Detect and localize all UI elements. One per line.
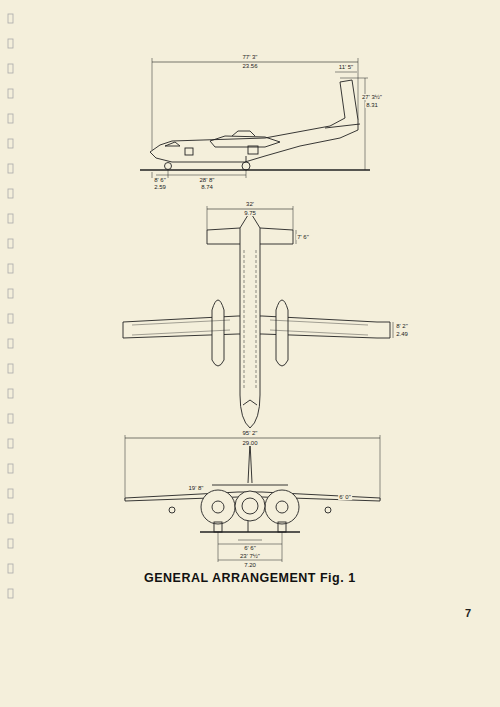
dimension-label: 7.20 [243,562,257,568]
dimension-label: 32' [245,201,255,207]
binder-hole [8,139,13,148]
binder-hole [8,264,13,273]
dimension-label: 23.56 [241,63,258,69]
binder-hole [8,414,13,423]
binder-hole [8,489,13,498]
dimension-label: 6' 0" [338,494,352,500]
binder-hole [8,464,13,473]
dimension-label: 29.00 [241,440,258,446]
dimension-label: 2.49 [395,331,409,337]
binder-hole [8,314,13,323]
binder-hole [8,114,13,123]
dimension-label: 95' 2" [242,430,259,436]
dimension-label: 8' 2" [395,323,409,329]
binder-hole [8,164,13,173]
binder-hole [8,239,13,248]
binder-hole [8,189,13,198]
binder-hole [8,514,13,523]
dimension-label: 23' 7½" [239,553,261,559]
dimension-label: 7' 6" [296,234,310,240]
binder-hole [8,214,13,223]
dimension-label: 8.31 [365,102,379,108]
binder-hole [8,389,13,398]
binder-hole [8,14,13,23]
dimension-label: 2.59 [153,184,167,190]
binder-hole [8,564,13,573]
binder-hole [8,39,13,48]
binder-hole [8,364,13,373]
dimension-label: 8' 6" [153,177,167,183]
binder-hole [8,589,13,598]
page-number: 7 [464,608,472,619]
binder-hole [8,64,13,73]
dimension-label: 6' 6" [243,545,257,551]
binder-hole [8,339,13,348]
dimension-label: 19' 8" [188,485,205,491]
dimension-label: 27' 3½" [361,94,383,100]
binder-hole [8,89,13,98]
figure-caption: GENERAL ARRANGEMENT Fig. 1 [144,571,356,585]
binder-hole [8,439,13,448]
dimension-label: 28' 8" [199,177,216,183]
binder-hole [8,539,13,548]
dimension-label: 11' 5" [338,64,355,70]
dimension-label: 9.75 [243,210,257,216]
dimension-label: 77' 3" [242,54,259,60]
binder-hole [8,289,13,298]
dimension-label: 8.74 [200,184,214,190]
binder-holes [8,14,13,598]
